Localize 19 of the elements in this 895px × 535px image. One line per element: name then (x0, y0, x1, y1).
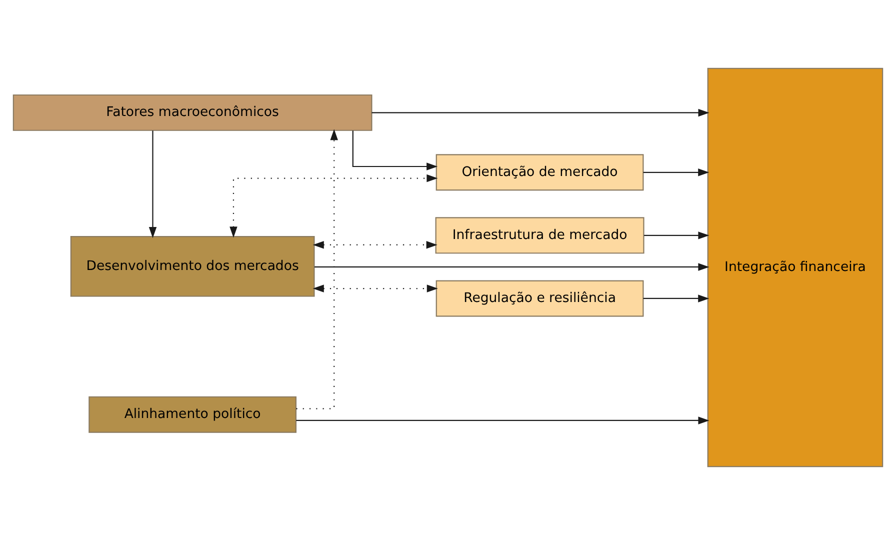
arrow (148, 130, 156, 238)
arrow (642, 294, 709, 302)
node-box: Alinhamento político (88, 396, 296, 433)
arrow (312, 240, 437, 249)
arrow (296, 129, 338, 410)
arrow (312, 284, 438, 292)
node-box: Desenvolvimento dos mercados (70, 236, 314, 297)
arrow (371, 108, 709, 117)
arrow (229, 174, 438, 238)
arrow (352, 130, 438, 170)
arrow (314, 263, 709, 271)
node-box: Regulação e resiliência (435, 280, 644, 317)
node-box: Orientação de mercado (435, 154, 644, 191)
node-box: Integração financeira (706, 68, 883, 468)
arrow (644, 232, 709, 240)
arrow (642, 168, 709, 176)
node-box: Infraestrutura de mercado (434, 217, 644, 254)
node-box: Fatores macroeconômicos (12, 94, 372, 131)
arrow (296, 416, 709, 424)
